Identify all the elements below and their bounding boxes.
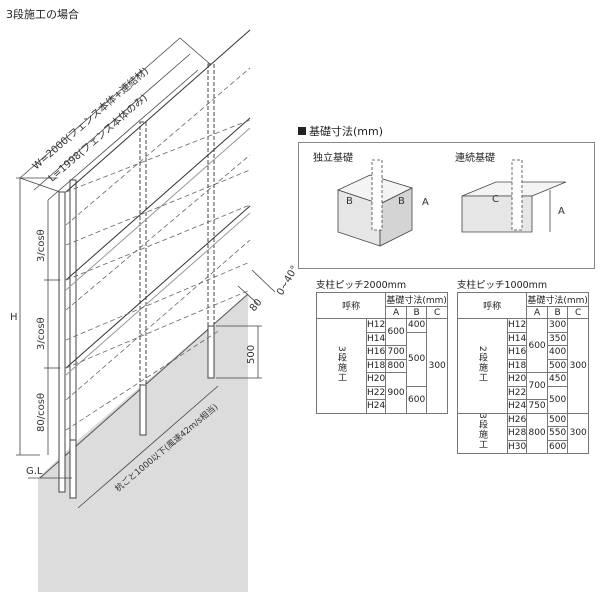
name-cell: H14 <box>506 331 528 346</box>
b-cell: 600 <box>405 385 428 414</box>
independent-foundation-illustration <box>336 159 414 247</box>
a-cell: 600 <box>385 318 407 346</box>
c-cell: 300 <box>426 318 448 414</box>
post-left <box>58 191 66 493</box>
fence-mesh <box>65 67 251 431</box>
group-label: 3段施工 <box>336 345 346 383</box>
name-cell: H12 <box>365 318 387 333</box>
a-cell: 800 <box>526 412 548 454</box>
section-dimensions <box>44 200 60 455</box>
foundation-box: 独立基礎 連続基礎 <box>298 142 595 269</box>
name-cell: H20 <box>365 372 387 387</box>
c-cell: 300 <box>567 318 589 414</box>
height-dimension <box>16 177 58 456</box>
name-cell: H16 <box>506 345 528 360</box>
col-group: 基礎寸法(mm) <box>385 292 448 307</box>
b-cell: 500 <box>546 385 569 414</box>
table-2000-caption: 支柱ピッチ2000mm <box>316 280 407 291</box>
gl-label: G.L <box>26 466 43 477</box>
name-cell: H22 <box>506 385 528 400</box>
dim-mid-label: 3/cosθ <box>36 317 47 350</box>
ground-fill <box>38 294 248 592</box>
b-cell: 500 <box>546 358 569 373</box>
w-dimension-label: W=2000(フェンス本体+連結材) <box>29 64 151 172</box>
name-cell: H12 <box>506 318 528 333</box>
b-cell: 550 <box>546 426 569 441</box>
b-cell: 300 <box>546 318 569 333</box>
name-cell: H18 <box>365 358 387 373</box>
col-b: B <box>546 306 569 319</box>
post-footings <box>69 325 215 499</box>
col-a: A <box>385 306 407 319</box>
width-dimensions <box>19 37 211 201</box>
name-cell: H22 <box>365 385 387 400</box>
name-cell: H24 <box>506 399 528 414</box>
col-name: 呼称 <box>315 292 387 319</box>
a-cell: 700 <box>385 345 407 360</box>
angle-label: 0~40° <box>275 264 301 298</box>
name-cell: H18 <box>506 358 528 373</box>
b-cell: 400 <box>405 318 428 333</box>
col-c: C <box>426 306 448 319</box>
col-c: C <box>567 306 589 319</box>
dim-bottom-label: 80/cosθ <box>36 393 47 432</box>
name-cell: H26 <box>506 412 528 427</box>
pitch-line <box>77 385 219 509</box>
slope-dimensions <box>216 269 276 379</box>
dim-a-left: A <box>422 197 429 208</box>
b-cell: 500 <box>546 412 569 427</box>
table-pitch-2000: 呼称 基礎寸法(mm) A B C 3段施工 H12 600 400 300 H… <box>315 292 448 414</box>
name-cell: H30 <box>506 439 528 454</box>
group-label: 2段施工 <box>477 345 487 383</box>
col-group: 基礎寸法(mm) <box>526 292 589 307</box>
name-cell: H24 <box>365 399 387 414</box>
b-cell: 600 <box>546 439 569 454</box>
b-cell: 450 <box>546 372 569 387</box>
b-cell: 350 <box>546 331 569 346</box>
name-cell: H16 <box>365 345 387 360</box>
name-cell: H20 <box>506 372 528 387</box>
b-cell: 500 <box>405 331 428 387</box>
dim-top-label: 3/cosθ <box>36 229 47 262</box>
table-pitch-1000: 呼称 基礎寸法(mm) A B C 2段施工 H12 600 300 300 H… <box>456 292 589 454</box>
group-label: 3段施工 <box>477 413 487 451</box>
dim-b-left: B <box>346 196 353 207</box>
col-a: A <box>526 306 548 319</box>
h-label: H <box>10 312 18 323</box>
independent-foundation-label: 独立基礎 <box>313 153 353 164</box>
name-cell: H28 <box>506 426 528 441</box>
name-cell: H14 <box>365 331 387 346</box>
page-title: 3段施工の場合 <box>6 8 79 21</box>
foundation-heading: 基礎寸法(mm) <box>298 123 383 139</box>
b-cell: 400 <box>546 345 569 360</box>
col-b: B <box>405 306 428 319</box>
continuous-foundation-label: 連続基礎 <box>455 153 495 164</box>
a-cell: 600 <box>526 318 548 373</box>
c-cell: 300 <box>567 412 589 454</box>
a-cell: 800 <box>385 358 407 373</box>
dim-c: C <box>492 194 499 205</box>
dim-b-right: B <box>398 196 405 207</box>
dim-a-right: A <box>558 206 565 217</box>
fence-rails <box>65 29 251 376</box>
a-cell: 750 <box>526 399 548 414</box>
a-cell: 900 <box>385 372 407 414</box>
a-cell: 700 <box>526 372 548 400</box>
table-1000-caption: 支柱ピッチ1000mm <box>457 280 548 291</box>
continuous-foundation-illustration <box>461 159 567 233</box>
slope-80-label: 80 <box>248 297 265 314</box>
col-name: 呼称 <box>456 292 528 319</box>
depth-500-label: 500 <box>246 345 257 364</box>
